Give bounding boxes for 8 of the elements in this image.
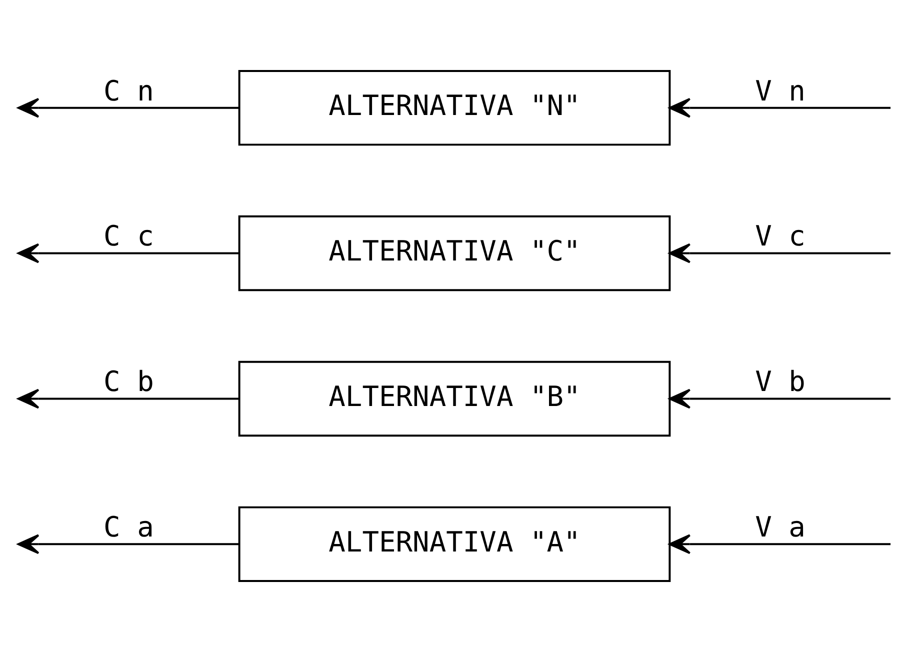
edge-label: C c [104,219,154,252]
edge-label: C a [104,510,154,544]
edge-label: V b [755,364,806,398]
edge-label: C n [104,74,154,107]
edge-label: V a [755,510,806,544]
edge-label: V n [755,74,806,107]
edge-label: V c [755,219,806,252]
edge-label: C b [104,364,154,398]
